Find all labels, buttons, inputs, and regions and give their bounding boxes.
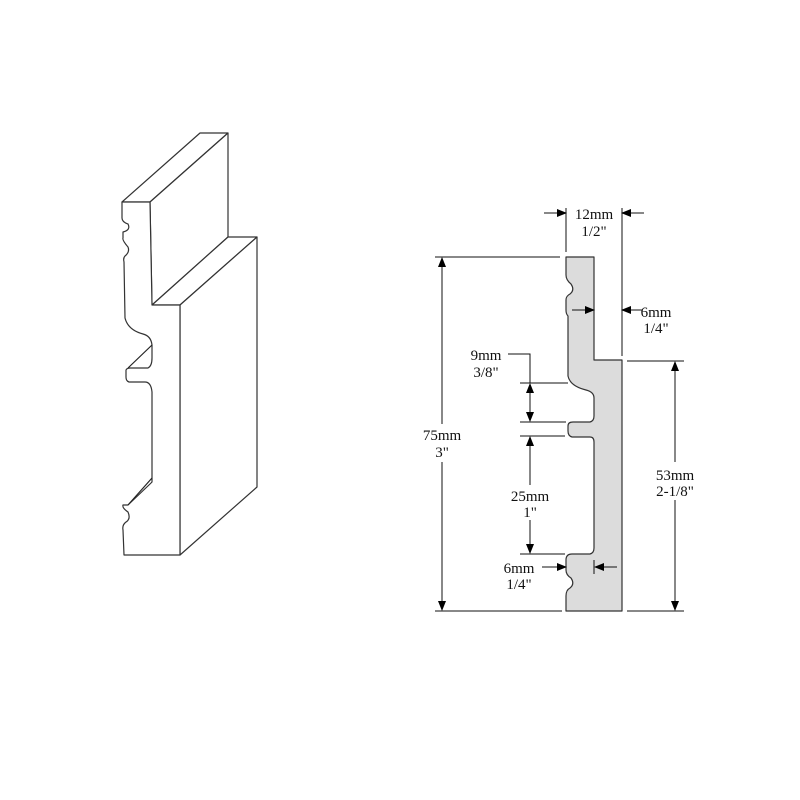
iso-groove-edge-lower (127, 477, 153, 506)
dim-bottom-depth-imperial: 1/4" (506, 577, 531, 593)
dim-thickness-metric: 12mm (575, 207, 614, 223)
dim-lower-height: 53mm 2-1/8" (627, 360, 705, 612)
dim-upper-groove-imperial: 3/8" (473, 365, 498, 381)
iso-end-profile (121, 201, 181, 556)
dim-total-height-imperial: 3" (435, 445, 449, 461)
dim-lower-groove-imperial: 1" (523, 505, 537, 521)
iso-groove-edge-upper (127, 344, 153, 369)
isometric-view (121, 132, 258, 556)
profile-section (565, 256, 623, 612)
dim-lower-groove: 25mm 1" (511, 435, 565, 555)
dim-total-height: 75mm 3" (418, 256, 562, 612)
dim-thickness-imperial: 1/2" (581, 224, 606, 240)
profile-shape (565, 256, 623, 612)
dim-bottom-depth-metric: 6mm (504, 561, 535, 577)
dim-step-depth-metric: 6mm (641, 305, 672, 321)
dim-lower-height-metric: 53mm (656, 468, 695, 484)
dim-total-height-metric: 75mm (423, 428, 462, 444)
dim-lower-groove-metric: 25mm (511, 489, 550, 505)
dim-lower-height-imperial: 2-1/8" (656, 484, 694, 500)
dim-bottom-depth: 6mm 1/4" (504, 560, 617, 593)
dim-upper-groove-metric: 9mm (471, 348, 502, 364)
dim-step-depth-imperial: 1/4" (643, 321, 668, 337)
dim-step-depth: 6mm 1/4" (572, 305, 672, 337)
dim-upper-groove: 9mm 3/8" (471, 348, 568, 423)
dim-thickness: 12mm 1/2" (544, 207, 644, 356)
